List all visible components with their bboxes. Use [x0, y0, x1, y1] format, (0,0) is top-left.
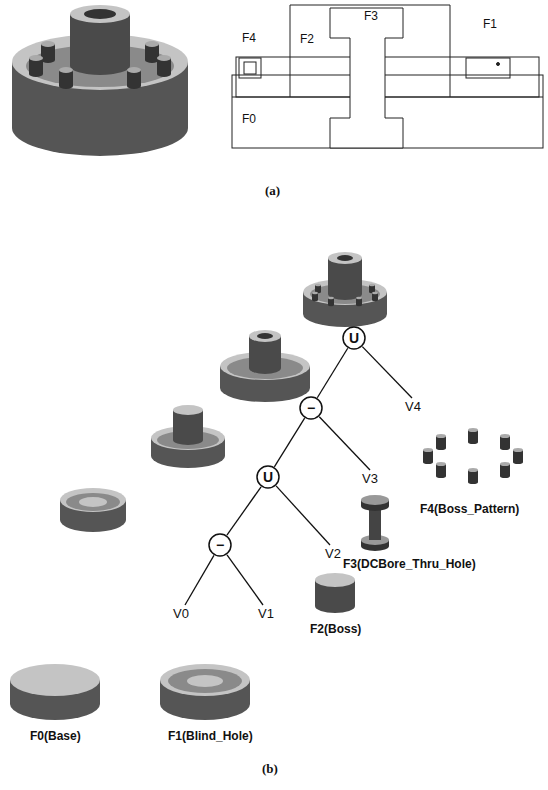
- operator-symbol: −: [208, 533, 232, 557]
- operator-circle: U: [342, 326, 366, 350]
- volume-label: V4: [405, 400, 421, 415]
- operator-circle: −: [208, 533, 232, 557]
- tree-branch: [317, 348, 347, 398]
- operator-symbol: −: [299, 396, 323, 420]
- result-render: [60, 488, 126, 532]
- feature-callout: F1: [483, 18, 497, 32]
- result-render: [220, 330, 310, 402]
- tree-branch: [185, 555, 214, 605]
- feature-node: V3F3(DCBore_Thru_Hole): [340, 470, 480, 575]
- figure-caption: (a): [265, 184, 280, 199]
- tree-branch: [319, 417, 370, 470]
- feature-render: [160, 664, 250, 720]
- tree-branch: [362, 347, 412, 398]
- volume-label: V2: [325, 547, 341, 562]
- feature-label: F0(Base): [30, 730, 81, 744]
- feature-callout: F3: [364, 10, 378, 24]
- feature-callout: F2: [300, 33, 314, 47]
- tree-branch: [274, 418, 304, 467]
- feature-node: V4F4(Boss_Pattern): [400, 398, 540, 520]
- volume-label: V1: [258, 607, 274, 622]
- feature-label: F1(Blind_Hole): [168, 730, 253, 744]
- result-render: [151, 405, 225, 468]
- operator-symbol: U: [256, 465, 280, 489]
- feature-render: [361, 495, 389, 551]
- volume-label: V0: [173, 607, 189, 622]
- section-sketch: [232, 5, 543, 148]
- feature-node: V2F2(Boss): [300, 545, 390, 640]
- feature-render: [10, 664, 100, 720]
- feature-render: [423, 428, 523, 484]
- figure-caption: (b): [262, 762, 278, 777]
- operator-circle: −: [299, 396, 323, 420]
- feature-node: V1F1(Blind_Hole): [150, 605, 276, 746]
- feature-label: F3(DCBore_Thru_Hole): [343, 558, 476, 572]
- feature-callout: F0: [242, 113, 256, 127]
- tree-branch: [227, 555, 263, 605]
- volume-label: V3: [362, 472, 378, 487]
- feature-render: [315, 573, 355, 613]
- tree-branch: [276, 486, 330, 545]
- tree-branch: [227, 487, 261, 535]
- part-render: [12, 5, 188, 156]
- operator-symbol: U: [342, 326, 366, 350]
- feature-label: F4(Boss_Pattern): [420, 503, 519, 517]
- result-render: [303, 252, 387, 327]
- feature-label: F2(Boss): [310, 623, 361, 637]
- operator-circle: U: [256, 465, 280, 489]
- feature-callout: F4: [242, 32, 256, 46]
- feature-node: V0F0(Base): [5, 605, 205, 746]
